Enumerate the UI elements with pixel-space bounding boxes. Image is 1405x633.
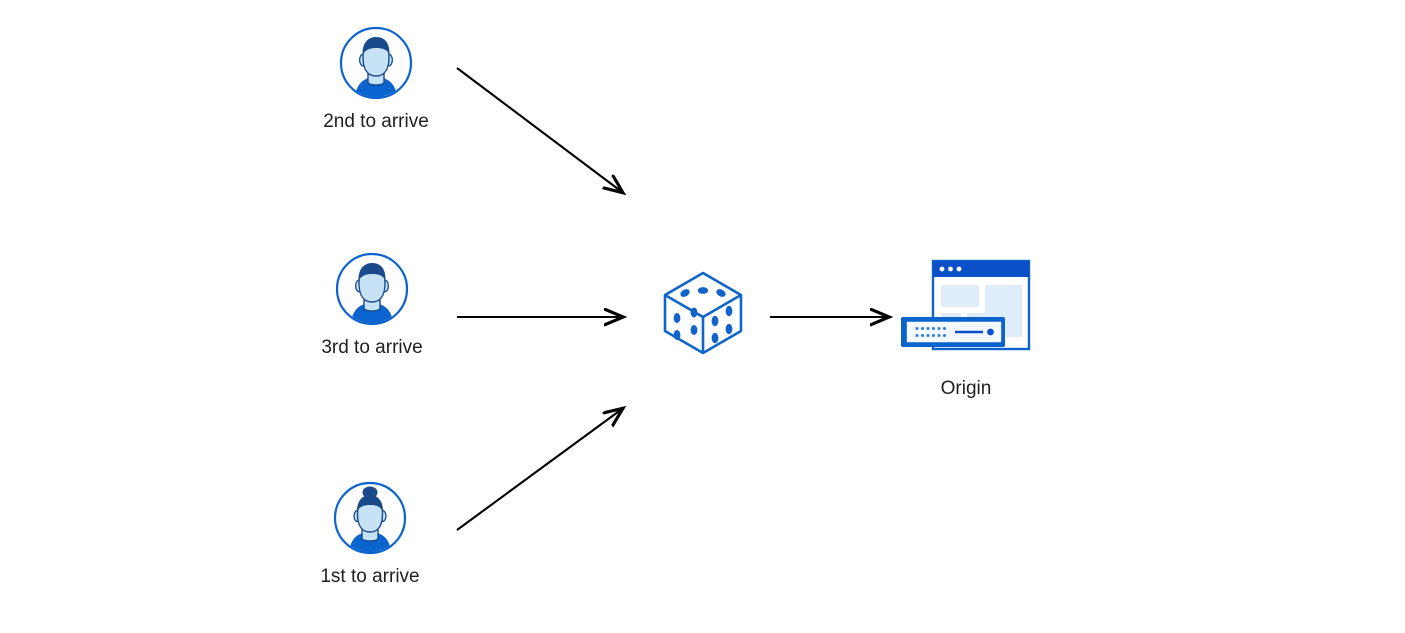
user-avatar-icon	[335, 252, 409, 326]
dice-icon	[655, 265, 751, 361]
node-user-2nd: 2nd to arrive	[312, 26, 440, 134]
node-label-user-1st: 1st to arrive	[320, 566, 420, 587]
server-appliance-icon	[901, 317, 1005, 347]
node-label-user-2nd: 2nd to arrive	[323, 111, 429, 132]
arrow-2nd-to-dice	[456, 67, 622, 192]
node-origin: Origin	[893, 255, 1039, 401]
node-user-1st: 1st to arrive	[306, 481, 434, 589]
arrow-1st-to-dice	[456, 409, 622, 531]
node-label-origin: Origin	[940, 378, 992, 399]
node-dice	[655, 265, 751, 361]
node-user-3rd: 3rd to arrive	[308, 252, 436, 360]
user-avatar-icon	[339, 26, 413, 100]
origin-server-browser-icon	[893, 255, 1039, 367]
user-avatar-icon	[333, 481, 407, 555]
node-label-user-3rd: 3rd to arrive	[321, 337, 423, 358]
